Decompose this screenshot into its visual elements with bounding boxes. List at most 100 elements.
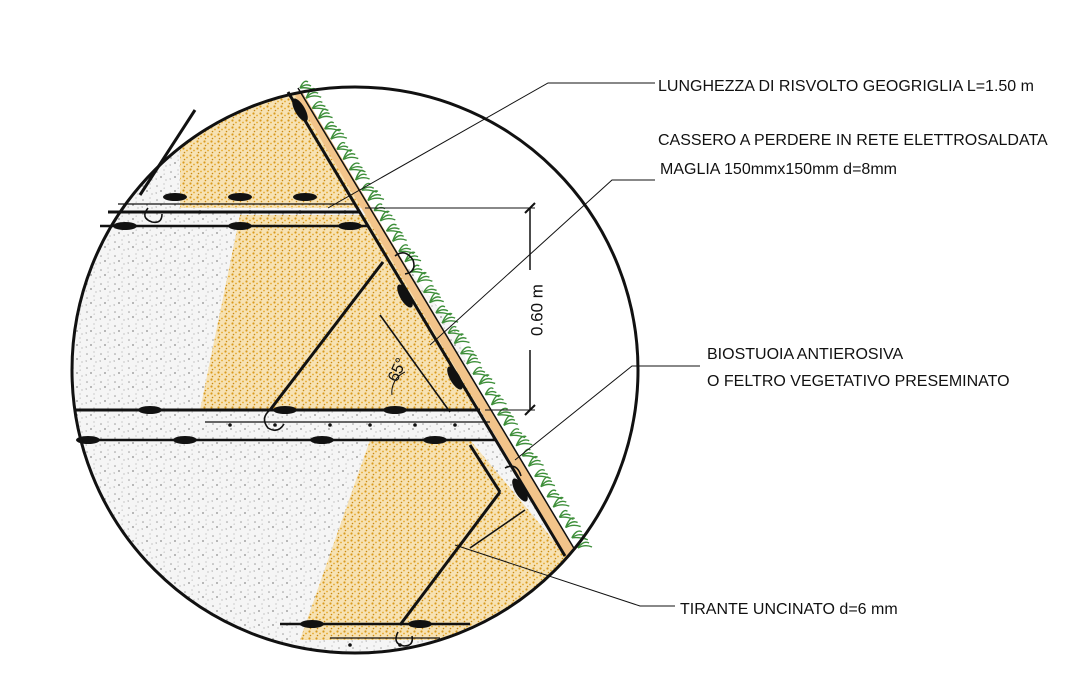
connector — [113, 222, 137, 230]
biostuoia-felt-strip — [293, 88, 575, 556]
grass-blade — [534, 475, 552, 480]
connector — [228, 222, 252, 230]
detail-circle — [70, 85, 640, 655]
label-risvolto: LUNGHEZZA DI RISVOLTO GEOGRIGLIA L=1.50 … — [658, 78, 1034, 95]
grass-blade — [349, 168, 366, 173]
grass-blade — [522, 455, 537, 459]
tie-hook — [504, 465, 522, 477]
connectors — [76, 98, 528, 647]
leader-cassero — [429, 179, 655, 346]
grass-blade — [577, 545, 593, 549]
label-biostuoia-line1: BIOSTUOIA ANTIEROSIVA — [707, 346, 904, 363]
grass-blade — [355, 177, 370, 181]
fill-layer-middle — [200, 215, 480, 410]
grass-blade — [497, 414, 514, 418]
connector — [447, 366, 463, 390]
grass-blade — [386, 230, 403, 234]
grass-blade — [448, 332, 463, 336]
label-biostuoia-line2: O FELTRO VEGETATIVO PRESEMINATO — [707, 373, 1010, 390]
dimension-label-bg — [520, 270, 540, 350]
leader-biostuoia — [514, 365, 700, 461]
dimension-label: 0.60 m — [527, 284, 546, 336]
grass-blade — [361, 189, 378, 193]
cassero-mesh-bar — [268, 261, 385, 411]
grass-blade — [454, 340, 470, 345]
slope-face-line — [286, 91, 567, 557]
connector — [163, 193, 187, 201]
grass-blade — [540, 483, 556, 488]
tie-hook — [395, 631, 414, 647]
label-tirante: TIRANTE UNCINATO d=6 mm — [680, 601, 898, 618]
grass-blade — [312, 107, 329, 112]
grass-blade — [478, 381, 496, 386]
connector — [397, 284, 413, 308]
grass-blade — [342, 156, 359, 161]
connector — [228, 193, 252, 201]
connector — [383, 406, 407, 414]
connector — [292, 98, 308, 122]
dimension-tick — [524, 404, 536, 416]
cassero-mesh — [138, 109, 502, 626]
grass-blade — [318, 115, 333, 120]
grass-blade — [565, 524, 581, 529]
grass-blade — [509, 434, 526, 439]
grass-blade — [515, 442, 533, 447]
grass-blade — [441, 320, 459, 324]
grass-blade — [305, 95, 322, 99]
connector — [300, 620, 324, 628]
grass-blade — [429, 299, 445, 304]
label-cassero-line2: MAGLIA 150mmx150mm d=8mm — [660, 161, 897, 178]
grass-blade — [398, 250, 415, 255]
tie-rod — [469, 509, 526, 549]
grass-blade — [528, 463, 544, 467]
grass-blade — [485, 393, 500, 398]
leader-lines — [327, 82, 700, 607]
connector — [423, 436, 447, 444]
grass-blade — [472, 373, 489, 377]
fill-layer-bottom — [300, 440, 570, 640]
grass-blade — [379, 217, 396, 222]
label-cassero-line1: CASSERO A PERDERE IN RETE ELETTROSALDATA — [658, 132, 1048, 149]
angle-arc — [391, 371, 406, 396]
tie-hook — [144, 207, 163, 224]
connector — [273, 406, 297, 414]
connector — [173, 436, 197, 444]
dimension-tick — [524, 202, 536, 214]
grass-blade — [547, 495, 563, 500]
tie-rods — [144, 207, 526, 647]
tie-rod — [379, 314, 451, 413]
grass-blade — [571, 536, 589, 541]
cassero-mesh-bar — [138, 109, 197, 196]
grass-blade — [435, 311, 452, 316]
slope-mesh-line — [297, 87, 576, 551]
grass-blade — [460, 352, 477, 357]
connector — [512, 478, 528, 502]
tie-hook — [263, 409, 285, 432]
cassero-mesh-bar — [468, 444, 502, 493]
grass-blade — [417, 279, 433, 283]
grass-blade — [423, 291, 440, 296]
grass-blade — [374, 209, 389, 214]
connector — [310, 436, 334, 444]
grass-blade — [324, 127, 340, 132]
material-fills — [72, 87, 638, 653]
grass-blade — [491, 401, 507, 406]
grass-blade — [503, 422, 519, 426]
connector — [338, 222, 362, 230]
grass-blade — [466, 361, 482, 365]
grass-blade — [336, 148, 352, 152]
grass-blade — [367, 197, 385, 202]
grass-blade — [559, 516, 574, 520]
connector — [408, 620, 432, 628]
leader-risvolto — [327, 82, 655, 209]
grass-blade — [411, 271, 426, 275]
grass-blade — [392, 238, 407, 242]
cassero-mesh-bar — [398, 491, 502, 626]
grass-blade — [552, 504, 570, 508]
tie-hook — [394, 252, 415, 275]
grass-vegetation — [299, 80, 593, 549]
grass-blade — [330, 136, 348, 140]
connector — [293, 193, 317, 201]
